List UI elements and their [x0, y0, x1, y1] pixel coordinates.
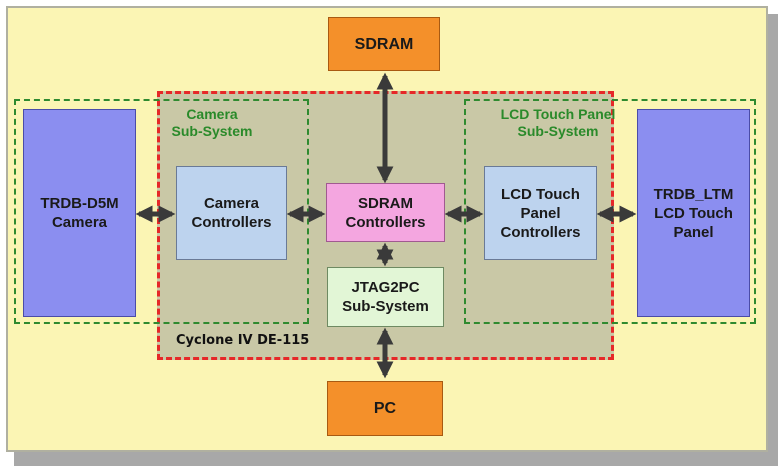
trdb-ltm-panel-block: TRDB_LTM LCD Touch Panel: [637, 109, 750, 317]
jtag2pc-block: JTAG2PC Sub-System: [327, 267, 444, 327]
sdram-block: SDRAM: [328, 17, 440, 71]
sdram-controllers-block: SDRAM Controllers: [326, 183, 445, 242]
trdb-d5m-camera-block: TRDB-D5M Camera: [23, 109, 136, 317]
lcd-controllers-block: LCD Touch Panel Controllers: [484, 166, 597, 260]
pc-block: PC: [327, 381, 443, 436]
camera-controllers-block: Camera Controllers: [176, 166, 287, 260]
lcd-subsystem-label: LCD Touch Panel Sub-System: [500, 106, 616, 139]
camera-subsystem-label: Camera Sub-System: [171, 106, 253, 139]
fpga-label: Cyclone IV DE-115: [176, 333, 310, 348]
